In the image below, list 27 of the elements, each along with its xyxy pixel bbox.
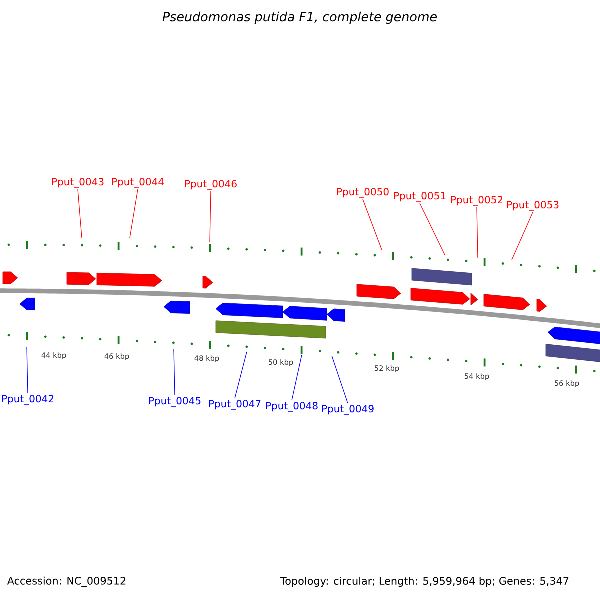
leader-line <box>512 212 534 260</box>
footer-text: Accession: NC_009512 <box>7 576 126 588</box>
gene-label: Pput_0050 <box>337 188 389 198</box>
title: Pseudomonas putida F1, complete genome <box>162 12 437 24</box>
leader-line <box>210 191 212 242</box>
gene-label: Pput_0048 <box>266 402 318 412</box>
gene-label: Pput_0052 <box>451 196 503 206</box>
leader-line <box>362 199 382 250</box>
gene-label: Pput_0044 <box>112 178 164 188</box>
leader-line <box>130 189 138 238</box>
leader-line <box>174 348 176 396</box>
gene-label: Pput_0047 <box>209 400 261 410</box>
leader-line <box>26 346 28 394</box>
gene-label: Pput_0045 <box>149 397 201 407</box>
leader-line <box>332 356 348 404</box>
gene-label: Pput_0046 <box>185 180 237 190</box>
leader-line <box>234 352 248 399</box>
gene-label: Pput_0051 <box>394 192 446 202</box>
footer-text: Topology: circular; Length: 5,959,964 bp; Genes: 5,347 <box>280 576 569 588</box>
gene-label: Pput_0049 <box>322 405 374 415</box>
leader-line <box>420 203 446 256</box>
leader-line <box>476 207 478 258</box>
leader-line <box>292 354 302 401</box>
gene-label: Pput_0043 <box>52 178 104 188</box>
gene-label: Pput_0053 <box>507 201 559 211</box>
gene-label: Pput_0042 <box>2 395 54 405</box>
leader-line <box>78 189 82 238</box>
